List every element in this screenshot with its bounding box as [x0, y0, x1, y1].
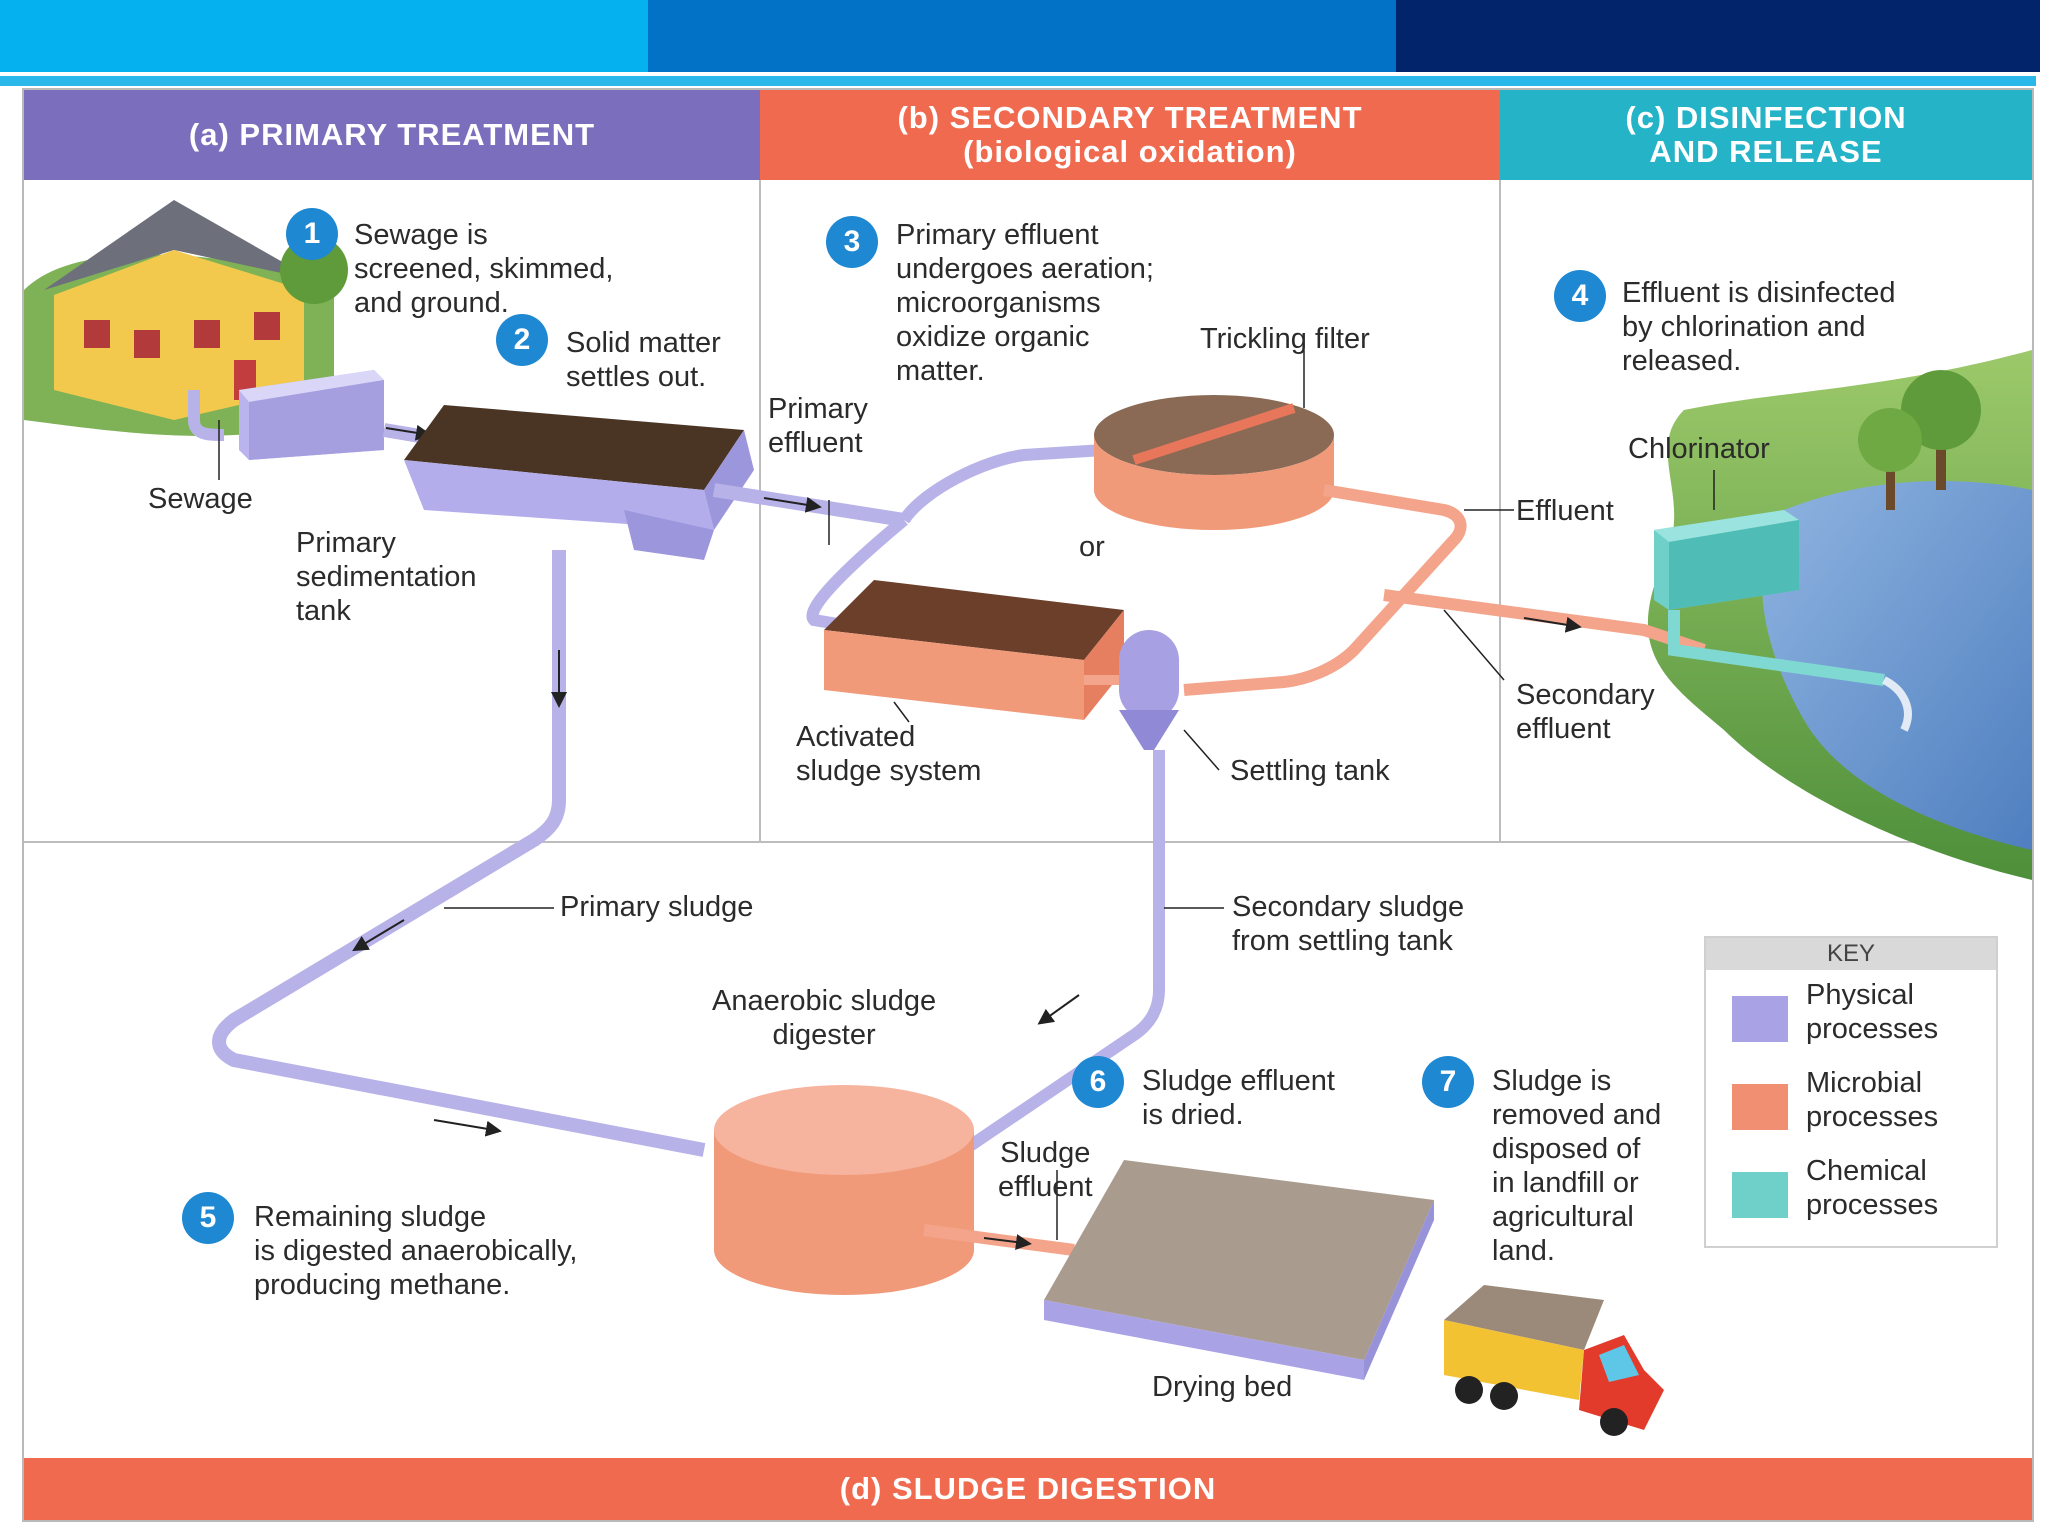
step-text-4: Effluent is disinfected by chlorination …	[1622, 277, 1896, 377]
step-text-1: Sewage is screened, skimmed, and ground.	[354, 219, 614, 319]
top-banner-middle	[648, 0, 1396, 72]
label-chlorinator: Chlorinator	[1628, 433, 1770, 465]
key-row-chemical: Chemical processes	[1732, 1154, 1992, 1234]
step-text-7: Sludge is removed and disposed of in lan…	[1492, 1065, 1662, 1267]
screening-box	[239, 370, 384, 460]
header-sludge-digestion: (d) SLUDGE DIGESTION	[24, 1458, 2032, 1520]
label-activated-sludge-system: Activated sludge system	[796, 721, 982, 787]
label-drying-bed: Drying bed	[1152, 1371, 1293, 1403]
step-text-2: Solid matter settles out.	[566, 327, 721, 393]
step-text-6: Sludge effluent is dried.	[1142, 1065, 1335, 1131]
settling-tank	[1119, 630, 1179, 750]
anaerobic-digester	[714, 1085, 974, 1295]
top-banner-left	[0, 0, 648, 72]
truck	[1444, 1285, 1664, 1436]
label-settling-tank: Settling tank	[1230, 755, 1390, 787]
step-badge-5: 5	[182, 1192, 234, 1244]
key-label-physical: Physical processes	[1806, 979, 1939, 1045]
header-secondary-treatment: (b) SECONDARY TREATMENT (biological oxid…	[760, 90, 1500, 180]
step-badge-6: 6	[1072, 1056, 1124, 1108]
process-artwork	[24, 180, 2032, 1436]
key-legend: KEY Physical processes Microbial process…	[1704, 936, 1998, 1248]
chlorinator	[1654, 510, 1799, 610]
label-secondary-sludge: Secondary sludge from settling tank	[1232, 891, 1465, 957]
key-label-microbial: Microbial processes	[1806, 1067, 1939, 1133]
label-primary-sedimentation-tank: Primary sedimentation tank	[296, 527, 477, 627]
header-primary-treatment: (a) PRIMARY TREATMENT	[24, 90, 760, 180]
step-text-3: Primary effluent undergoes aeration; mic…	[896, 219, 1154, 387]
key-swatch-microbial	[1732, 1084, 1788, 1130]
label-trickling-filter: Trickling filter	[1200, 323, 1370, 355]
label-effluent: Effluent	[1516, 495, 1614, 527]
step-badge-2: 2	[496, 314, 548, 366]
label-primary-sludge: Primary sludge	[560, 891, 754, 923]
step-badge-4: 4	[1554, 270, 1606, 322]
activated-sludge-tank	[824, 580, 1124, 720]
key-row-physical: Physical processes	[1732, 978, 1992, 1058]
key-swatch-chemical	[1732, 1172, 1788, 1218]
wastewater-treatment-diagram: (a) PRIMARY TREATMENT (b) SECONDARY TREA…	[22, 88, 2034, 1522]
primary-sedimentation-tank	[404, 405, 754, 560]
top-banner-line	[0, 76, 2036, 86]
label-sludge-effluent: Sludge effluent	[998, 1137, 1093, 1203]
key-swatch-physical	[1732, 996, 1788, 1042]
trees-right	[1858, 370, 1981, 510]
lake	[1762, 481, 2032, 850]
key-title: KEY	[1706, 938, 1996, 970]
key-row-microbial: Microbial processes	[1732, 1066, 1992, 1146]
trickling-filter	[1094, 395, 1334, 530]
label-sewage: Sewage	[148, 483, 253, 515]
label-anaerobic-digester: Anaerobic sludge digester	[712, 985, 937, 1051]
label-secondary-effluent: Secondary effluent	[1516, 679, 1655, 745]
drying-bed	[1044, 1160, 1434, 1380]
step-badge-7: 7	[1422, 1056, 1474, 1108]
key-label-chemical: Chemical processes	[1806, 1155, 1939, 1221]
header-disinfection: (c) DISINFECTION AND RELEASE	[1500, 90, 2032, 180]
step-badge-3: 3	[826, 216, 878, 268]
step-text-5: Remaining sludge is digested anaerobical…	[254, 1201, 578, 1301]
step-badge-1: 1	[286, 208, 338, 260]
label-primary-effluent: Primary effluent	[768, 393, 868, 459]
label-or: or	[1079, 531, 1105, 563]
top-banner-right	[1396, 0, 2040, 72]
